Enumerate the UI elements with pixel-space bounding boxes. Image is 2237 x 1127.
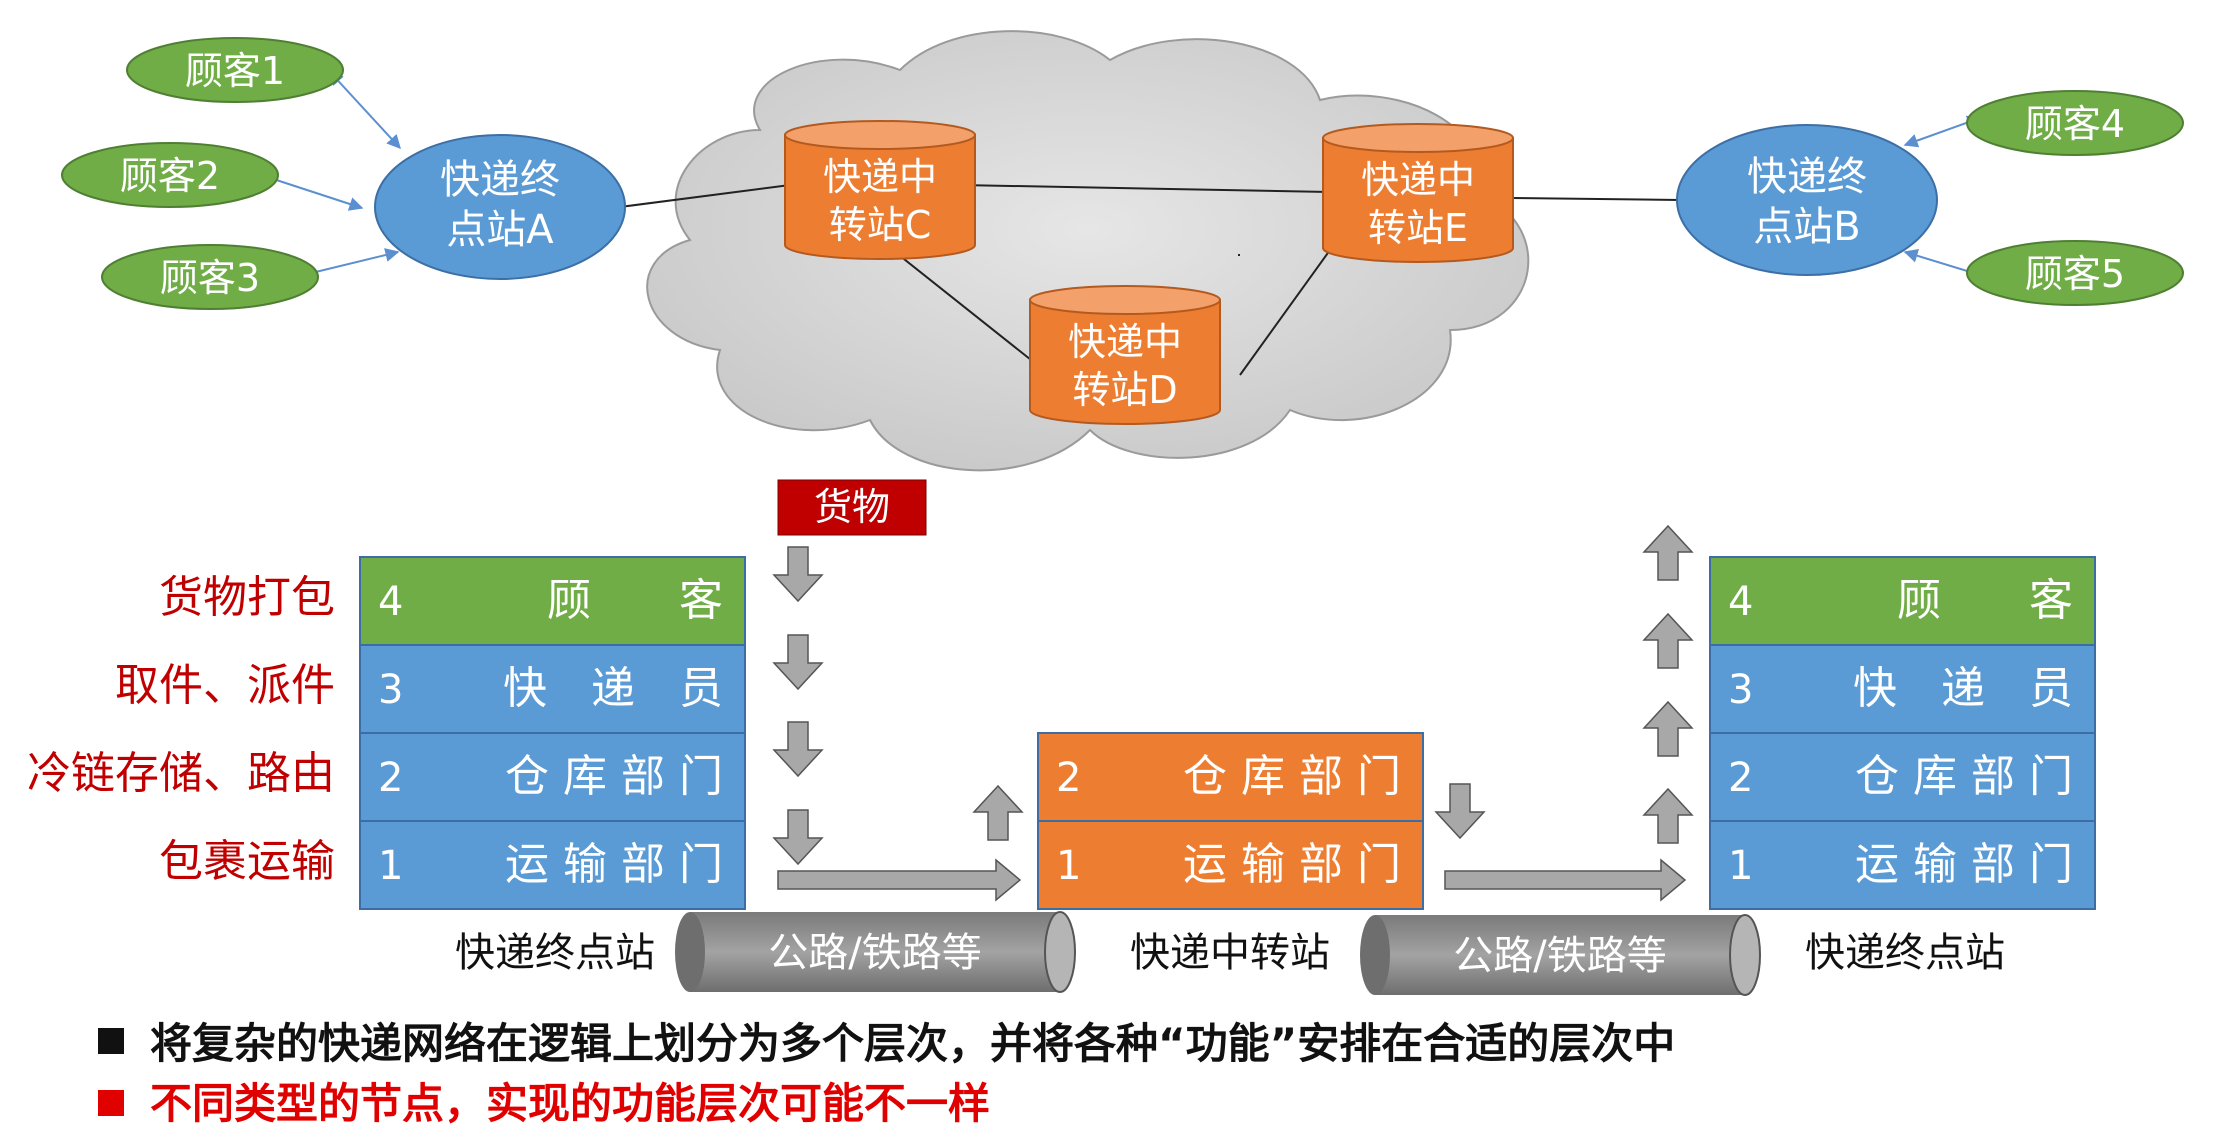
layer-number: 3: [1728, 667, 1753, 713]
customer-4[interactable]: 顾客4: [1966, 90, 2184, 156]
customer-label: 顾客3: [160, 256, 260, 300]
cargo-label: 货物: [814, 485, 890, 529]
bullet-list: 将复杂的快递网络在逻辑上划分为多个层次，并将各种“功能”安排在合适的层次中 不同…: [98, 1019, 1675, 1127]
hub-c-line1: 快递中: [823, 155, 937, 199]
stack-middle-layer-2[interactable]: 2 仓 库 部 门: [1037, 732, 1424, 822]
customer-label: 顾客2: [120, 154, 220, 198]
down-arrow-left-2: [772, 634, 824, 691]
terminal-b-line2: 点站B: [1753, 204, 1860, 250]
hub-e-line2: 转站E: [1368, 206, 1468, 250]
station-label-middle: 快递中转站: [1130, 930, 1330, 976]
layer-label: 顾 客: [547, 575, 723, 626]
down-arrow-left-1: [772, 546, 824, 603]
layer-label: 顾 客: [1897, 575, 2073, 626]
terminal-a-line2: 点站A: [446, 207, 554, 253]
function-label-3: 冷链存储、路由: [27, 748, 335, 799]
hub-c-line2: 转站C: [829, 203, 932, 247]
down-arrow-left-3: [772, 721, 824, 778]
down-arrow-middle: [1434, 783, 1486, 840]
layer-label: 仓 库 部 门: [505, 751, 723, 802]
bullet-text-1: 将复杂的快递网络在逻辑上划分为多个层次，并将各种“功能”安排在合适的层次中: [150, 1019, 1675, 1068]
up-arrow-right-2: [1642, 612, 1694, 669]
pipe-left: 公路/铁路等: [675, 911, 1076, 993]
layer-number: 2: [1728, 755, 1753, 801]
customer-label: 顾客1: [185, 49, 285, 93]
stack-left-layer-3[interactable]: 3 快 递 员: [359, 644, 746, 734]
customer-label: 顾客4: [2025, 102, 2125, 146]
layer-number: 2: [378, 755, 403, 801]
layer-label: 运 输 部 门: [505, 839, 723, 890]
network-links: [619, 184, 1681, 376]
layer-label: 快 递 员: [503, 663, 723, 714]
layer-number: 4: [378, 579, 403, 625]
layer-label: 运 输 部 门: [1183, 839, 1401, 890]
stack-left: 4 顾 客 3 快 递 员 2 仓 库 部 门 1 运 输 部 门: [359, 556, 746, 910]
hub-d-line1: 快递中: [1068, 320, 1182, 364]
terminal-a-line1: 快递终: [440, 157, 560, 203]
stack-middle: 2 仓 库 部 门 1 运 输 部 门: [1037, 732, 1424, 910]
function-label-2: 取件、派件: [115, 660, 335, 711]
right-arrow-right: [1444, 858, 1687, 902]
right-arrow-left: [777, 858, 1022, 902]
stack-middle-layer-1[interactable]: 1 运 输 部 门: [1037, 820, 1424, 910]
layer-label: 仓 库 部 门: [1855, 751, 2073, 802]
terminal-b[interactable]: 快递终 点站B: [1676, 124, 1938, 276]
function-label-4: 包裹运输: [159, 836, 335, 887]
layer-number: 1: [1728, 843, 1753, 889]
stack-right: 4 顾 客 3 快 递 员 2 仓 库 部 门 1 运 输 部 门: [1709, 556, 2096, 910]
layer-number: 3: [378, 667, 403, 713]
layer-label: 运 输 部 门: [1855, 839, 2073, 890]
customer-label: 顾客5: [2025, 252, 2125, 296]
customer-5[interactable]: 顾客5: [1966, 240, 2184, 306]
bullet-text-2: 不同类型的节点，实现的功能层次可能不一样: [150, 1079, 990, 1127]
hub-e-line1: 快递中: [1361, 158, 1475, 202]
bullet-marker-2: [98, 1090, 124, 1116]
layer-label: 仓 库 部 门: [1183, 751, 1401, 802]
customer-3[interactable]: 顾客3: [101, 244, 319, 310]
stack-left-layer-4[interactable]: 4 顾 客: [359, 556, 746, 646]
layer-number: 4: [1728, 579, 1753, 625]
layer-number: 1: [1056, 843, 1081, 889]
cargo-badge: 货物: [777, 479, 927, 536]
up-arrow-right-1: [1642, 524, 1694, 581]
pipe-left-label: 公路/铁路等: [768, 930, 981, 976]
stack-right-layer-3[interactable]: 3 快 递 员: [1709, 644, 2096, 734]
stack-right-layer-2[interactable]: 2 仓 库 部 门: [1709, 732, 2096, 822]
pipe-right: 公路/铁路等: [1360, 914, 1761, 996]
stack-right-layer-1[interactable]: 1 运 输 部 门: [1709, 820, 2096, 910]
up-arrow-middle: [972, 784, 1024, 841]
function-label-1: 货物打包: [159, 572, 335, 623]
terminal-b-line1: 快递终: [1747, 154, 1867, 200]
stack-right-layer-4[interactable]: 4 顾 客: [1709, 556, 2096, 646]
customer-nodes: 顾客1 顾客2 顾客3 顾客4 顾客5: [61, 37, 2184, 310]
customer-2[interactable]: 顾客2: [61, 142, 279, 208]
up-arrow-right-4: [1642, 787, 1694, 844]
bullet-marker-1: [98, 1028, 124, 1054]
stack-left-layer-1[interactable]: 1 运 输 部 门: [359, 820, 746, 910]
up-arrow-right-3: [1642, 700, 1694, 757]
station-label-left: 快递终点站: [455, 930, 655, 976]
flow-arrows: [772, 524, 1694, 902]
layer-label: 快 递 员: [1853, 663, 2073, 714]
customer-1[interactable]: 顾客1: [126, 37, 344, 103]
layer-number: 2: [1056, 755, 1081, 801]
layer-number: 1: [378, 843, 403, 889]
station-label-right: 快递终点站: [1805, 930, 2005, 976]
pipe-right-label: 公路/铁路等: [1453, 933, 1666, 979]
down-arrow-left-4: [772, 809, 824, 866]
hub-d-line2: 转站D: [1072, 368, 1177, 412]
stack-left-layer-2[interactable]: 2 仓 库 部 门: [359, 732, 746, 822]
terminal-a[interactable]: 快递终 点站A: [374, 134, 626, 280]
layer-stacks: 4 顾 客 3 快 递 员 2 仓 库 部 门 1 运 输 部 门 2 仓 库 部 门 1 运 输 部…: [359, 556, 2096, 910]
